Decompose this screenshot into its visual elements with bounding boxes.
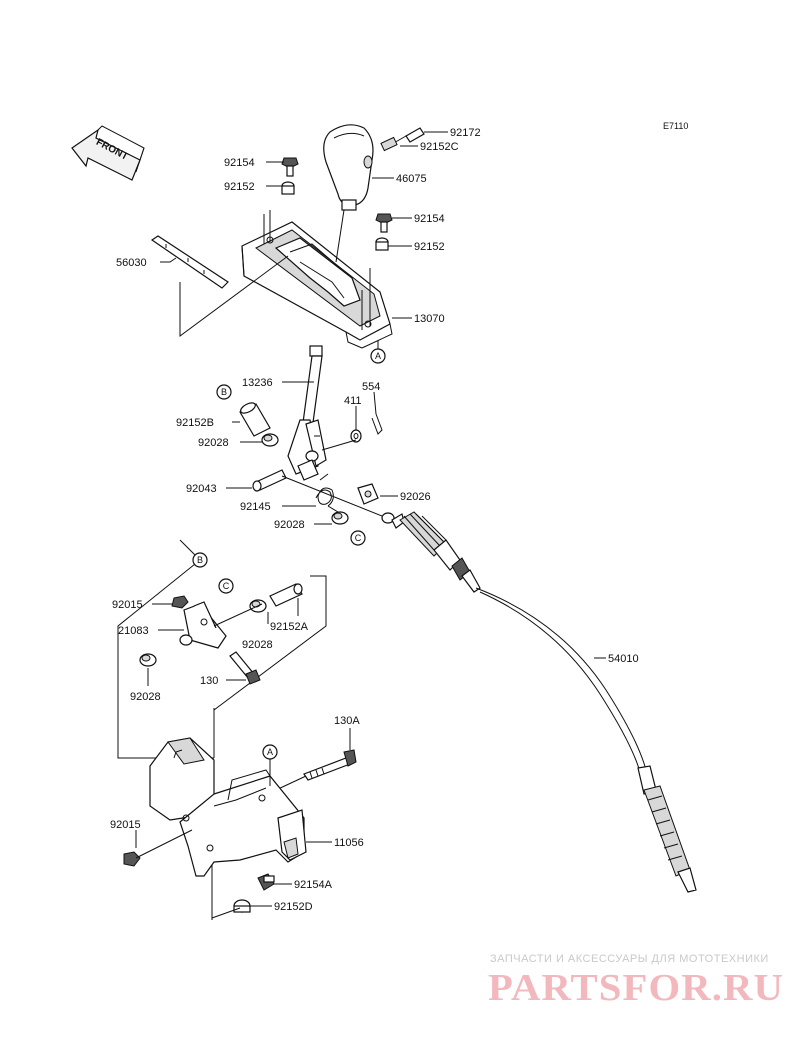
bolt-130a [303, 749, 357, 781]
pin-92043 [252, 469, 287, 492]
callout-54010: 54010 [608, 653, 639, 665]
callout-46075: 46075 [396, 173, 427, 185]
shift-knob [323, 124, 374, 211]
callout-92026: 92026 [400, 491, 431, 503]
callout-92028-c: 92028 [242, 639, 273, 651]
callout-92154-right: 92154 [414, 213, 445, 225]
shift-cable-54010 [381, 511, 697, 893]
bracket-11056 [149, 737, 307, 877]
watermark-tagline: ЗАПЧАСТИ И АКСЕССУАРЫ ДЛЯ МОТОТЕХНИКИ [490, 953, 769, 965]
callout-92145: 92145 [240, 501, 271, 513]
lever-21083 [179, 601, 227, 649]
callout-13070: 13070 [414, 313, 445, 325]
bolt-92154-right [375, 213, 393, 233]
plate-56030 [150, 235, 289, 337]
svg-text:A: A [267, 747, 273, 757]
shift-lever-13236 [287, 345, 327, 475]
callout-554: 554 [362, 381, 380, 393]
collar-92152d [233, 899, 251, 913]
callout-92152-right: 92152 [414, 241, 445, 253]
svg-text:B: B [221, 387, 227, 397]
callout-92152c: 92152C [420, 141, 459, 153]
svg-text:B: B [197, 555, 203, 565]
callout-130a: 130A [334, 715, 360, 727]
callout-21083: 21083 [118, 625, 149, 637]
callout-92043: 92043 [186, 483, 217, 495]
callout-92015-bottom: 92015 [110, 819, 141, 831]
callout-130: 130 [200, 675, 218, 687]
watermark: ЗАПЧАСТИ И АКСЕССУАРЫ ДЛЯ МОТОТЕХНИКИ PA… [488, 953, 784, 1009]
callout-56030: 56030 [116, 257, 147, 269]
leader-lines [135, 131, 606, 907]
svg-text:C: C [355, 533, 362, 543]
callout-92152a: 92152A [270, 621, 309, 633]
callout-92028-b: 92028 [274, 519, 305, 531]
bushing-92028-b [331, 511, 349, 525]
screw-92172 [380, 127, 425, 152]
ref-marker-c-bottom [218, 578, 234, 594]
collar-92152-right [375, 237, 389, 251]
callout-92152d: 92152D [274, 901, 313, 913]
collar-92152-top [281, 181, 295, 195]
callout-11056: 11056 [334, 837, 364, 849]
front-arrow-icon: FRONT [71, 125, 145, 181]
callout-92152-top: 92152 [224, 181, 255, 193]
console-cover-13070 [241, 210, 393, 349]
callout-92152b: 92152B [176, 417, 214, 429]
svg-text:A: A [375, 351, 381, 361]
collar-92152a [269, 583, 303, 607]
clip-554 [371, 413, 383, 435]
svg-text:C: C [223, 581, 230, 591]
callout-92028-a: 92028 [198, 437, 229, 449]
callout-labels: 92172 92152C 92154 92152 46075 92154 921… [110, 127, 639, 913]
callout-13236: 13236 [242, 377, 273, 389]
bolt-92154-top [281, 157, 299, 177]
callout-92154-top: 92154 [224, 157, 255, 169]
ref-marker-b-bottom [192, 552, 208, 568]
bushing-92028-d [139, 653, 157, 667]
joint-92026 [357, 483, 379, 505]
callout-92172: 92172 [450, 127, 481, 139]
callout-92015-top: 92015 [112, 599, 143, 611]
diagram-code: E7110 [663, 121, 688, 131]
collar-92152b [239, 402, 271, 437]
ref-marker-b-top [216, 384, 232, 400]
bushing-92028-a [261, 433, 279, 447]
watermark-brand: PARTSFOR.RU [488, 967, 784, 1009]
callout-411: 411 [344, 395, 362, 407]
ref-marker-c-top [350, 530, 366, 546]
spring-92145 [315, 473, 339, 513]
bolt-130 [229, 651, 261, 685]
bolt-92154a [257, 873, 275, 891]
nut-92015-top [171, 595, 189, 609]
callout-92154a: 92154A [294, 879, 333, 891]
nut-92015-bottom [123, 851, 141, 867]
callout-92028-d: 92028 [130, 691, 161, 703]
